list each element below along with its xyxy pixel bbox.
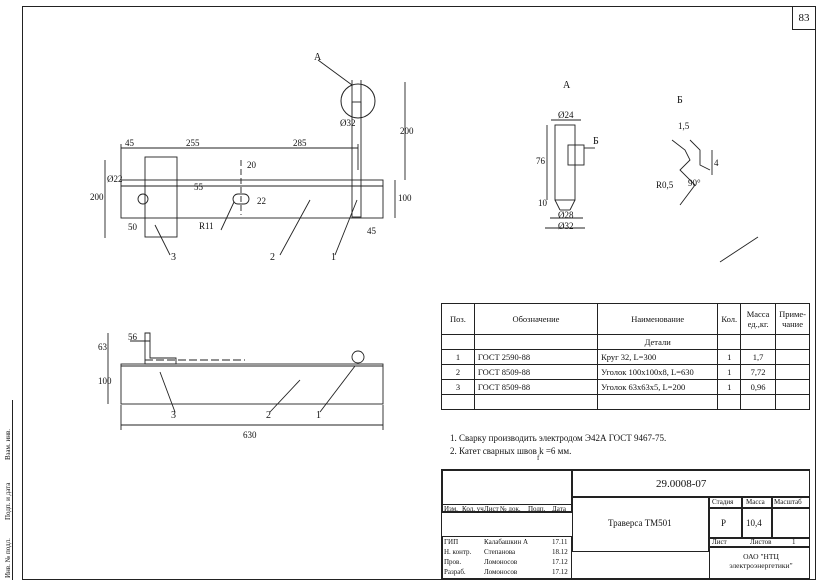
detail-a-dim-0: Ø24	[558, 110, 574, 120]
table-row: 1 ГОСТ 2590-88 Круг 32, L=300 1 1,7	[441, 349, 810, 365]
col-name: Наименование	[597, 303, 719, 335]
detail-b-dim-0: 1,5	[678, 121, 690, 131]
table-row: 3 ГОСТ 8509-88 Уголок 63х63х5, L=200 1 0…	[441, 379, 810, 395]
detail-a-dim-2: 10	[538, 198, 547, 208]
dim-main-6: 200	[90, 192, 104, 202]
sheets-count: 1	[792, 538, 796, 546]
drawing-frame	[22, 6, 816, 580]
side-strip: Взам. инв. Подп. и дата Инв. № подл.	[0, 400, 20, 580]
dim-bottom-0: 56	[128, 332, 137, 342]
dim-main-3: 20	[247, 160, 256, 170]
hdr-scale: Масштаб	[774, 498, 802, 506]
col-designation: Обозначение	[473, 303, 599, 335]
page-number: 83	[792, 6, 816, 30]
mass-value: 10,4	[746, 518, 762, 528]
note-1: 1. Сварку производить электродом Э42А ГО…	[450, 433, 667, 443]
sheet-label: Лист	[712, 538, 727, 546]
ref-a: А	[314, 52, 322, 63]
table-row: 2 ГОСТ 8509-88 Уголок 100х100х8, L=630 1…	[441, 364, 810, 380]
title-block: 29.0008-07 Траверса ТМ501 Стадия Масса М…	[441, 469, 810, 580]
callout-bottom-2: 2	[266, 410, 271, 421]
section-label: Детали	[597, 334, 719, 350]
dim-main-11: 200	[400, 126, 414, 136]
dim-bottom-3: 630	[243, 430, 257, 440]
detail-b-dim-3: 90°	[688, 178, 701, 188]
part-name: Траверса ТМ501	[608, 518, 672, 528]
angle-100-front	[120, 179, 384, 219]
dim-main-9: 22	[257, 196, 266, 206]
col-mass: Масса ед.,кг.	[740, 303, 777, 335]
dim-bottom-1: 63	[98, 342, 107, 352]
callout-main-1: 1	[331, 252, 336, 263]
note-2: 2. Катет сварных швов k =6 мм.	[450, 446, 572, 456]
detail-b-dim-1: 4	[714, 158, 719, 168]
note-subscript: f	[537, 454, 540, 462]
detail-a-dim-3: Ø28	[558, 210, 574, 220]
hdr-mass: Масса	[746, 498, 765, 506]
dim-main-5: Ø22	[107, 174, 123, 184]
dim-bottom-2: 100	[98, 376, 112, 386]
callout-bottom-1: 1	[316, 410, 321, 421]
dim-main-4: 55	[194, 182, 203, 192]
col-note: Приме- чание	[775, 303, 810, 335]
col-qty: Кол.	[717, 303, 742, 335]
dim-main-2: 285	[293, 138, 307, 148]
stage-value: Р	[721, 518, 727, 528]
detail-b-title: Б	[677, 95, 683, 106]
spec-table: Поз. Обозначение Наименование Кол. Масса…	[441, 303, 810, 410]
detail-b-dim-2: R0,5	[656, 180, 674, 190]
dim-main-12: 100	[398, 193, 412, 203]
angle-63-front	[144, 156, 178, 238]
detail-a-dim-4: Ø32	[558, 221, 574, 231]
dim-main-10: Ø32	[340, 118, 356, 128]
dim-main-8: R11	[199, 221, 214, 231]
detail-a-title: А	[563, 80, 571, 91]
doc-code: 29.0008-07	[656, 478, 707, 490]
hdr-stage: Стадия	[712, 498, 734, 506]
detail-a-dim-1: 76	[536, 156, 545, 166]
notes: 1. Сварку производить электродом Э42А ГО…	[450, 432, 667, 462]
sheets-label: Листов	[750, 538, 772, 546]
org-name: ОАО "НТЦ электроэнергетики"	[729, 552, 793, 570]
col-pos: Поз.	[441, 303, 475, 335]
callout-main-3: 3	[171, 252, 176, 263]
detail-a-section: Б	[593, 136, 599, 147]
angle-100-plan	[120, 363, 384, 405]
dim-main-0: 45	[125, 138, 134, 148]
rod-front	[351, 101, 362, 218]
dim-main-13: 45	[367, 226, 376, 236]
callout-main-2: 2	[270, 252, 275, 263]
callout-bottom-3: 3	[171, 410, 176, 421]
dim-main-1: 255	[186, 138, 200, 148]
dim-main-7: 50	[128, 222, 137, 232]
